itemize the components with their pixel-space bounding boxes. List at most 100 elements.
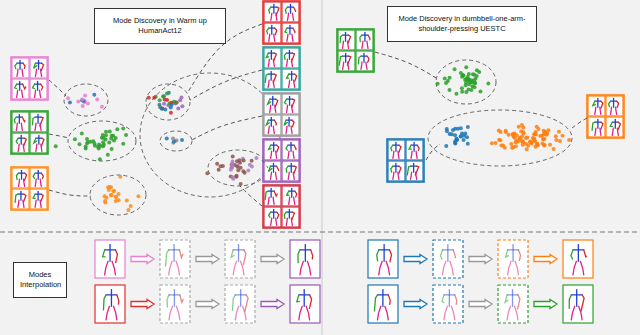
skeleton-arm xyxy=(610,122,612,126)
leader-line xyxy=(262,160,268,168)
skeleton-shoulders xyxy=(169,249,180,250)
scatter-dot xyxy=(231,177,235,181)
skeleton-arm xyxy=(506,250,509,257)
pose-group-frame xyxy=(263,185,300,228)
scatter-dot xyxy=(243,171,247,175)
skeleton-arm xyxy=(609,101,611,107)
scatter-dot xyxy=(117,192,121,196)
block-arrow xyxy=(404,300,427,309)
scatter-dot xyxy=(473,81,477,85)
skeleton-arm xyxy=(23,63,25,68)
skeleton-spine xyxy=(613,98,614,107)
pose-group-frame xyxy=(11,57,48,100)
skeleton-spine xyxy=(111,290,112,307)
skeleton-leg xyxy=(393,151,394,158)
skeleton-shoulders xyxy=(235,294,246,295)
scatter-dot xyxy=(445,129,449,133)
skeleton-shoulders xyxy=(35,173,41,174)
skeleton-shoulders xyxy=(508,249,519,250)
scatter-dot xyxy=(467,82,471,86)
skeleton-spine xyxy=(38,60,39,69)
skeleton-shoulders xyxy=(411,145,417,146)
scatter-dot xyxy=(180,104,184,108)
skeleton-arm xyxy=(180,295,183,303)
skeleton-leg xyxy=(571,306,574,320)
pose-tile xyxy=(388,140,405,160)
scatter-dot xyxy=(554,134,558,138)
scatter-dot xyxy=(453,67,457,71)
skeleton-arm xyxy=(265,191,268,199)
skeleton-leg xyxy=(176,306,179,320)
skeleton-leg xyxy=(611,107,612,114)
scatter-dot xyxy=(518,136,522,140)
skeleton-arm xyxy=(388,295,390,304)
scatter-dot xyxy=(525,147,529,151)
skeleton-shoulders xyxy=(268,74,274,75)
skeleton-arm xyxy=(297,295,300,302)
skeleton-spine xyxy=(383,245,384,262)
skeleton-arm xyxy=(267,28,269,34)
pose-tile xyxy=(264,2,281,22)
scatter-dot xyxy=(459,126,463,130)
skeleton-arm xyxy=(374,295,377,311)
scatter-dot xyxy=(464,65,468,69)
skeleton-leg xyxy=(41,144,42,151)
scatter-dot xyxy=(92,93,96,97)
skeleton-leg xyxy=(286,218,287,225)
pose-tile xyxy=(433,285,463,323)
skeleton-spine xyxy=(272,96,273,105)
scatter-dot xyxy=(246,169,250,173)
scatter-dot xyxy=(473,85,477,89)
skeleton-leg xyxy=(40,90,41,97)
skeleton-shoulders xyxy=(286,53,292,54)
skeleton-leg xyxy=(293,151,294,158)
skeleton-spine xyxy=(271,117,272,126)
skeleton-arm xyxy=(268,166,271,171)
skeleton-leg xyxy=(379,261,382,275)
scatter-dot xyxy=(176,107,180,111)
scatter-dot xyxy=(453,139,457,143)
skeleton-leg xyxy=(579,306,582,320)
skeleton-leg xyxy=(268,197,269,204)
skeleton-shoulders xyxy=(271,7,277,8)
scatter-dot xyxy=(86,140,90,144)
pose-tile xyxy=(30,133,47,153)
scatter-dot xyxy=(171,137,175,141)
skeleton-spine xyxy=(289,209,290,218)
skeleton-shoulders xyxy=(411,166,417,167)
scatter-dot xyxy=(542,137,546,141)
skeleton-leg xyxy=(176,261,179,275)
skeleton-shoulders xyxy=(612,122,618,123)
block-arrow xyxy=(534,255,557,264)
skeleton-shoulders xyxy=(271,145,277,146)
skeleton-arm xyxy=(399,166,401,173)
skeleton-leg xyxy=(273,126,274,133)
skeleton-leg xyxy=(243,306,246,320)
skeleton-shoulders xyxy=(288,145,294,146)
skeleton-leg xyxy=(367,41,368,48)
scatter-dot xyxy=(542,129,546,133)
pose-group xyxy=(263,1,300,44)
skeleton-spine xyxy=(19,60,20,69)
skeleton-arm xyxy=(617,101,619,107)
skeleton-spine xyxy=(576,290,577,307)
skeleton-arm xyxy=(277,145,279,152)
pose-tile xyxy=(338,51,355,71)
skeleton-leg xyxy=(273,59,274,66)
leader-line xyxy=(426,144,440,160)
skeleton-leg xyxy=(35,69,36,76)
scatter-dot xyxy=(560,134,564,138)
skeleton-leg xyxy=(289,80,290,87)
skeleton-spine xyxy=(19,81,20,90)
skeleton-arm xyxy=(601,122,603,129)
skeleton-arm xyxy=(409,145,411,149)
skeleton-arm xyxy=(103,250,105,257)
scatter-dot xyxy=(494,141,498,145)
skeleton-leg xyxy=(22,90,23,97)
skeleton-leg xyxy=(235,306,238,320)
pose-tile xyxy=(368,285,398,323)
pose-tile xyxy=(282,161,299,181)
skeleton-leg xyxy=(35,123,36,130)
skeleton-leg xyxy=(616,107,617,114)
scatter-dot xyxy=(542,143,546,147)
